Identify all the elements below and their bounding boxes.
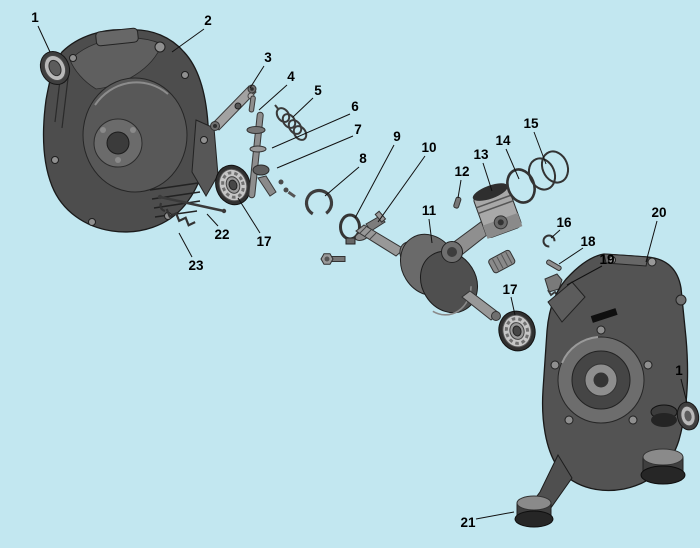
ball-bearing-left — [215, 164, 251, 206]
callout-leader-line — [276, 135, 354, 169]
governor-spring — [274, 104, 308, 141]
callout-leader-line — [533, 131, 547, 165]
callout-leader-line — [178, 232, 193, 258]
callout-label-1: 1 — [675, 363, 683, 378]
callout-label-18: 18 — [580, 234, 596, 249]
hex-bolt — [320, 253, 346, 265]
callout-leader-line — [510, 296, 516, 316]
callout-label-10: 10 — [421, 140, 436, 155]
piston-rings — [506, 150, 570, 204]
crankcase-right — [527, 253, 689, 513]
callout-leader-line — [171, 28, 205, 53]
callout-leader-line — [206, 213, 219, 227]
callout-leader-line — [550, 229, 561, 239]
callout-leader-line — [428, 218, 433, 244]
callout-leader-line — [249, 65, 265, 89]
oil-seal-bottom-right — [676, 401, 700, 431]
callout-label-13: 13 — [473, 147, 489, 162]
callout-leader-line — [292, 97, 314, 118]
callout-label-15: 15 — [523, 116, 539, 131]
callout-leader-line — [354, 144, 395, 219]
callout-label-11: 11 — [422, 203, 437, 218]
callout-leader-line — [482, 162, 493, 192]
callout-leader-line — [566, 265, 603, 286]
ball-bearing-right — [498, 310, 536, 352]
callout-label-21: 21 — [460, 515, 476, 530]
rubber-foot-bottom — [514, 495, 554, 528]
callout-label-5: 5 — [314, 83, 322, 98]
callout-label-12: 12 — [454, 164, 469, 179]
callout-leader-line — [680, 378, 688, 404]
callout-label-7: 7 — [354, 122, 362, 137]
wrist-pin — [488, 249, 516, 274]
callout-leader-line — [271, 113, 351, 149]
callout-leader-line — [258, 84, 288, 111]
callout-leader-line — [558, 247, 584, 265]
callout-leader-line — [377, 155, 426, 223]
governor-spindle — [246, 92, 296, 199]
piston — [472, 183, 523, 239]
wrist-pin-clip — [542, 234, 556, 248]
dowel-pin — [546, 259, 562, 271]
callout-label-22: 22 — [214, 227, 229, 242]
clamp-ring — [339, 213, 361, 245]
callout-label-9: 9 — [393, 129, 401, 144]
callout-label-16: 16 — [556, 215, 572, 230]
callout-leader-line — [505, 148, 520, 180]
governor-tension-spring — [159, 202, 196, 227]
governor-arm — [210, 84, 257, 131]
crankcase-left — [42, 27, 219, 233]
callout-leader-line — [237, 197, 261, 234]
crankshaft — [355, 224, 501, 321]
callout-label-17: 17 — [256, 234, 271, 249]
rubber-foot-right — [640, 448, 686, 485]
callout-label-20: 20 — [651, 205, 666, 220]
callout-leader-line — [645, 220, 658, 263]
boss-bolts — [550, 325, 653, 425]
oil-seal-top-left — [39, 50, 71, 86]
callout-leader-line — [324, 166, 360, 197]
piston-pin-dowel — [453, 196, 462, 209]
governor-bracket — [544, 273, 566, 300]
callout-leader-line — [475, 511, 515, 520]
callout-label-19: 19 — [599, 252, 614, 267]
callout-label-1: 1 — [31, 10, 39, 25]
callout-leader-line — [37, 25, 51, 53]
snap-ring — [304, 188, 334, 218]
callout-label-2: 2 — [204, 13, 212, 28]
callout-label-23: 23 — [188, 258, 204, 273]
callout-label-14: 14 — [495, 133, 511, 148]
callout-leader-line — [457, 179, 462, 199]
callout-label-4: 4 — [287, 69, 295, 84]
callout-label-3: 3 — [264, 50, 272, 65]
callout-label-6: 6 — [351, 99, 359, 114]
callout-label-17: 17 — [502, 282, 517, 297]
governor-link-rod — [157, 194, 227, 214]
callout-label-8: 8 — [359, 151, 367, 166]
